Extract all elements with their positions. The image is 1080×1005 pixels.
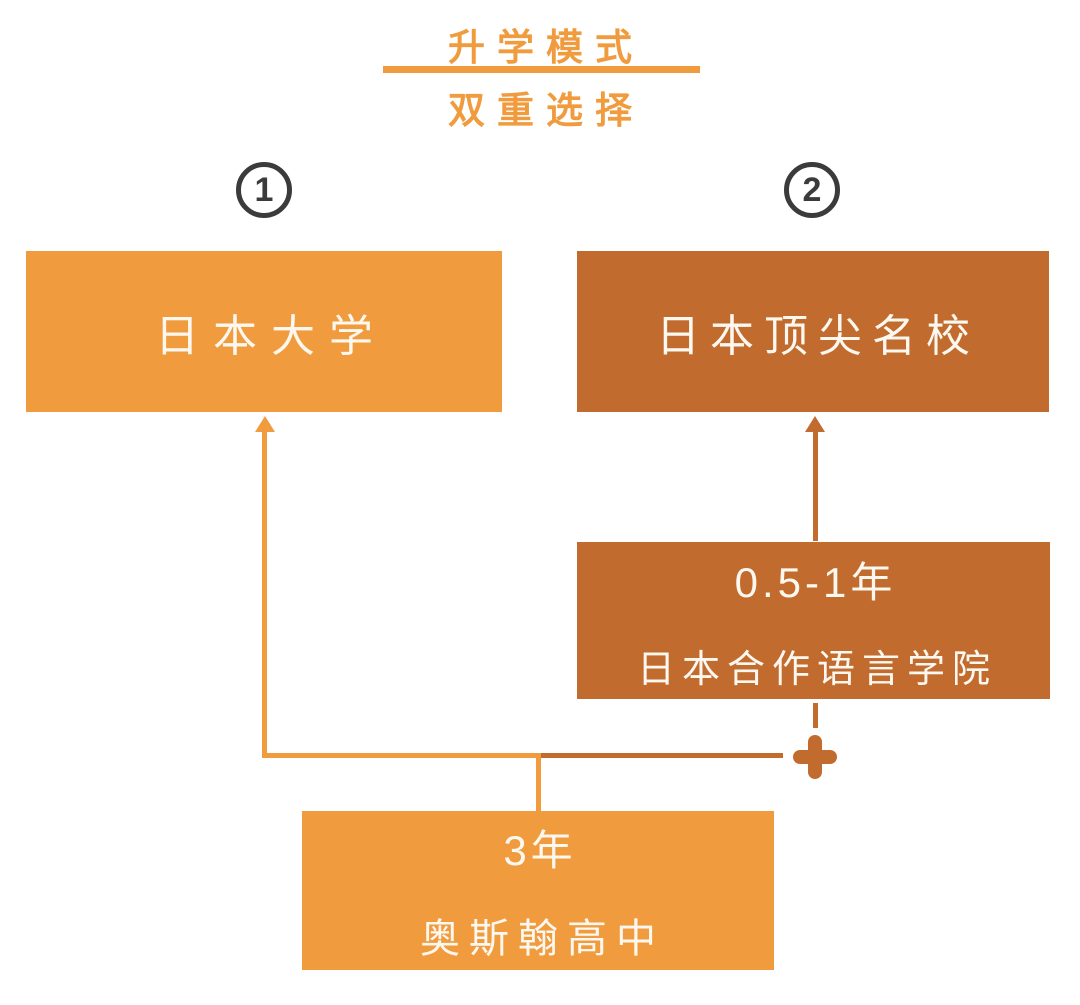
- node-japan-university-label: 日本大学: [155, 311, 387, 361]
- connector-right-vertical: [813, 430, 818, 541]
- node-high-school-duration: 3年: [503, 827, 577, 874]
- node-high-school: 3年 奥斯翰高中: [302, 811, 774, 970]
- connector-horizontal-right: [541, 753, 783, 758]
- connector-from-high-school: [536, 753, 541, 811]
- node-japan-university: 日本大学: [26, 251, 502, 412]
- node-high-school-label: 奥斯翰高中: [420, 917, 665, 961]
- node-japan-top-school: 日本顶尖名校: [577, 251, 1049, 412]
- option-2-number: 2: [802, 170, 822, 209]
- arrow-up-to-top-school-icon: [805, 416, 825, 432]
- connector-left-vertical: [262, 430, 267, 758]
- plus-icon-vertical-bar: [808, 735, 822, 779]
- connector-horizontal-left: [262, 753, 541, 758]
- option-1-number: 1: [254, 170, 274, 209]
- page-title-line-2: 双重选择: [448, 90, 644, 131]
- title-underline: [383, 66, 700, 73]
- node-language-school-duration: 0.5-1年: [734, 558, 897, 606]
- connector-below-language-school: [813, 703, 818, 728]
- page-title-line-1: 升学模式: [448, 27, 644, 68]
- option-1-badge: 1: [236, 162, 292, 218]
- arrow-up-to-university-icon: [255, 416, 275, 432]
- node-language-school: 0.5-1年 日本合作语言学院: [577, 542, 1050, 699]
- plus-icon: [793, 735, 837, 779]
- node-japan-top-school-label: 日本顶尖名校: [656, 311, 980, 361]
- option-2-badge: 2: [784, 162, 840, 218]
- node-language-school-label: 日本合作语言学院: [636, 648, 997, 691]
